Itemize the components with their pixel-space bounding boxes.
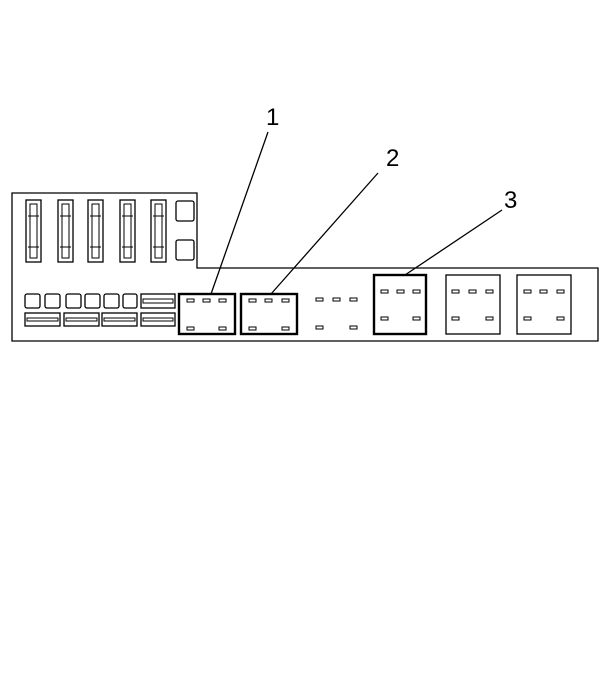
vertical-fuse xyxy=(57,199,74,263)
leader-line-3 xyxy=(404,209,503,276)
vertical-fuse xyxy=(150,199,167,263)
empty-relay-cavity xyxy=(315,297,358,330)
vertical-fuse-row xyxy=(25,199,195,263)
square-cavity xyxy=(175,239,195,261)
fuse-block-outline xyxy=(11,192,599,342)
mini-fuse-row xyxy=(24,293,138,309)
horizontal-fuse xyxy=(140,293,176,309)
callout-2: 2 xyxy=(386,145,399,172)
callout-1: 1 xyxy=(266,104,279,131)
relay-2 xyxy=(239,292,299,336)
horizontal-fuse xyxy=(63,312,100,327)
vertical-fuse xyxy=(25,199,42,263)
leader-line-2 xyxy=(270,172,379,295)
vertical-fuse xyxy=(87,199,104,263)
large-relay xyxy=(516,274,572,335)
square-cavity xyxy=(175,200,195,222)
horizontal-fuse xyxy=(101,312,138,327)
horizontal-fuse-row xyxy=(24,312,176,327)
horizontal-fuse xyxy=(140,312,176,327)
large-relay xyxy=(445,274,501,335)
relay-1 xyxy=(177,292,237,336)
callout-3: 3 xyxy=(504,187,517,214)
horizontal-fuse xyxy=(24,312,61,327)
relay-3 xyxy=(372,273,428,336)
vertical-fuse xyxy=(119,199,136,263)
leader-line-1 xyxy=(210,131,269,295)
